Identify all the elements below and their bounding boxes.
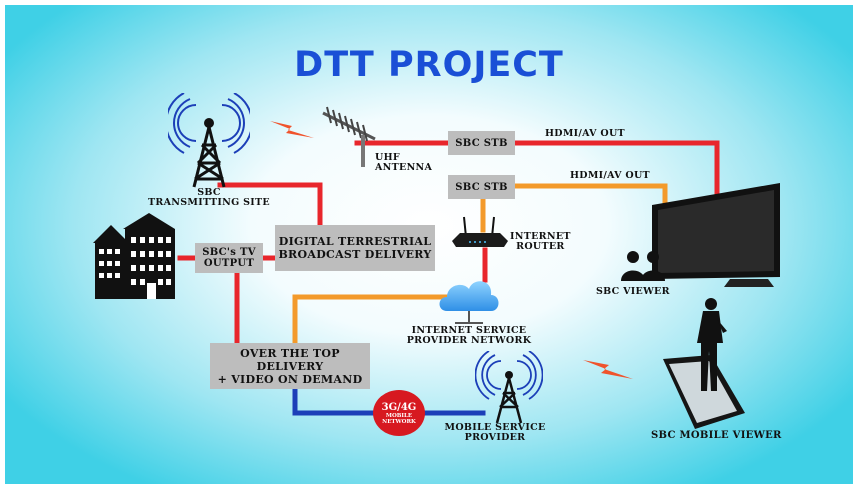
connection-lines [177, 140, 720, 416]
ott-delivery-box: OVER THE TOP DELIVERY + VIDEO ON DEMAND [210, 343, 370, 389]
blue-mobile-line [292, 387, 486, 416]
signal-bolt-icon [583, 360, 633, 379]
mobile-network-badge: 3G/4G MOBILE NETWORK [373, 390, 425, 436]
smartphone-icon [663, 355, 745, 429]
mobile-viewer-label: SBC MOBILE VIEWER [651, 430, 782, 441]
network-badge-sub: MOBILE NETWORK [382, 413, 416, 425]
cloud-icon [439, 281, 499, 324]
set-top-box-1: SBC STB [448, 131, 515, 155]
sbc-viewer-label: SBC VIEWER [596, 286, 670, 297]
set-top-box-2: SBC STB [448, 175, 515, 199]
uhf-antenna-icon [322, 106, 376, 167]
digital-terrestrial-box: DIGITAL TERRESTRIAL BROADCAST DELIVERY [275, 225, 435, 271]
building-icon [93, 213, 175, 299]
person-icon [697, 298, 727, 391]
tv-output-box: SBC's TV OUTPUT [195, 243, 263, 273]
wifi-router-icon [452, 216, 508, 247]
transmission-tower-icon [168, 93, 250, 188]
signal-bolt-icon [270, 121, 314, 138]
mobile-provider-label: MOBILE SERVICE PROVIDER [444, 422, 546, 443]
viewers-icon [621, 251, 665, 281]
transmitting-site-label: SBC TRANSMITTING SITE [148, 187, 270, 208]
dtt-diagram: DTT PROJECT SBC TRANSMITTING SITE UHF AN… [5, 5, 853, 484]
hdmi-out-label-2: HDMI/AV OUT [570, 170, 650, 181]
page-title: DTT PROJECT [294, 45, 564, 85]
mobile-tower-icon [475, 351, 543, 423]
isp-network-label: INTERNET SERVICE PROVIDER NETWORK [406, 325, 532, 346]
uhf-antenna-label: UHF ANTENNA [375, 152, 433, 173]
hdmi-out-label-1: HDMI/AV OUT [545, 128, 625, 139]
internet-router-label: INTERNET ROUTER [510, 231, 571, 252]
television-icon [652, 183, 780, 287]
orange-internet-lines [292, 183, 668, 348]
red-broadcast-lines [177, 140, 720, 348]
network-badge-main: 3G/4G [381, 402, 417, 413]
